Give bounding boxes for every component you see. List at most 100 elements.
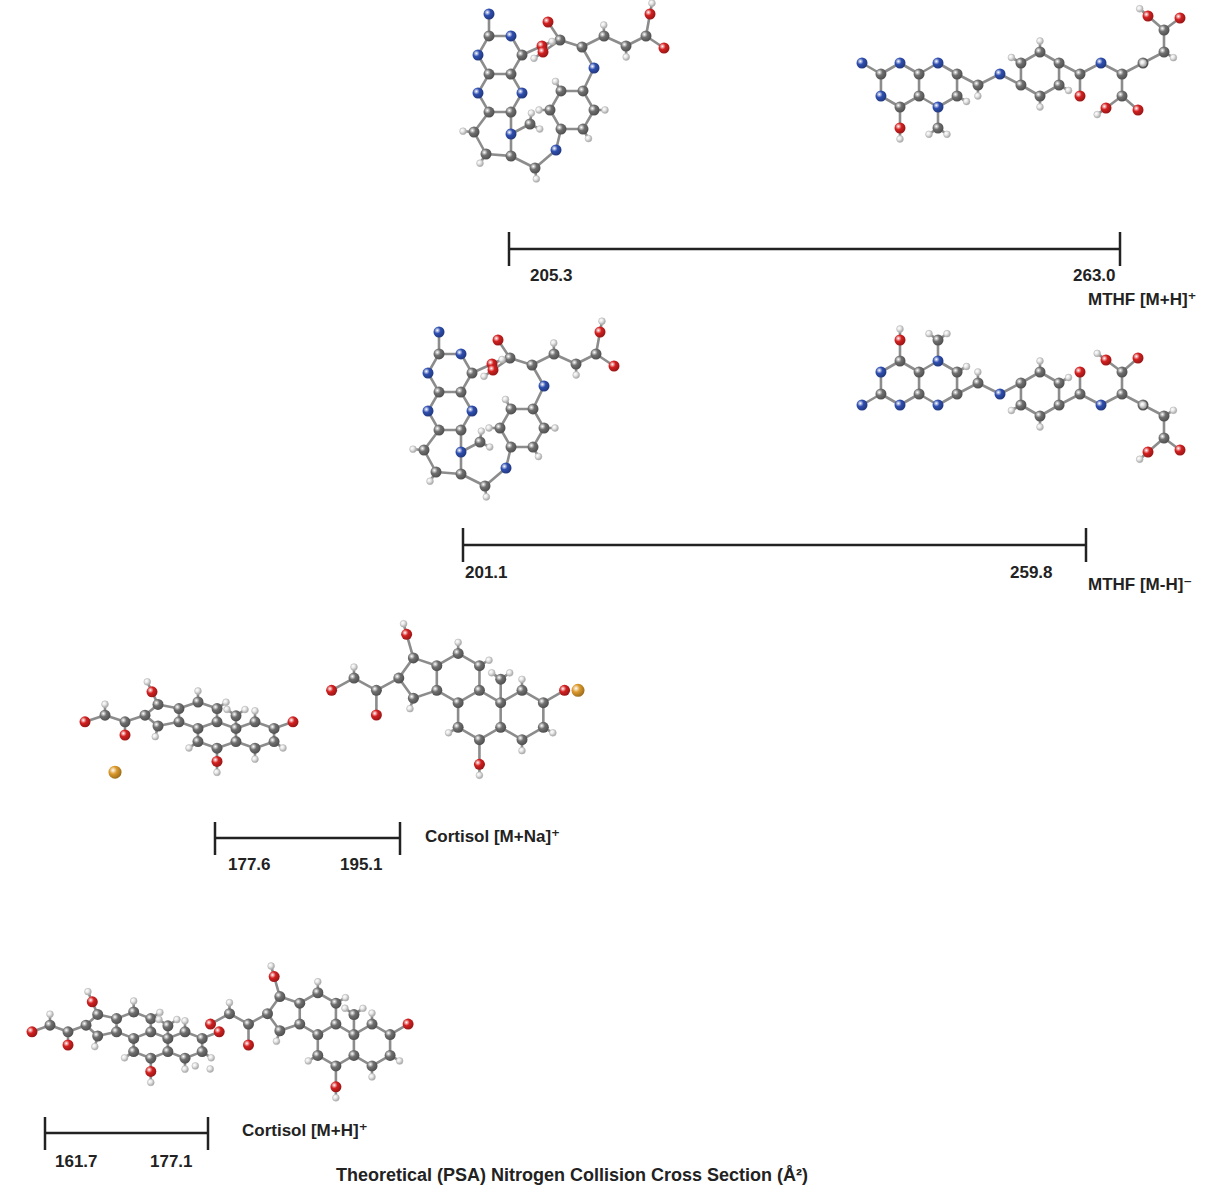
atom [423, 406, 434, 417]
atom [367, 1019, 378, 1030]
atom [453, 648, 464, 659]
atom [914, 69, 925, 80]
atom [473, 50, 484, 61]
atom [1117, 69, 1128, 80]
atom [499, 356, 506, 363]
atom [1101, 355, 1112, 366]
atom [1101, 103, 1112, 114]
atom [525, 119, 536, 130]
atom [385, 1029, 396, 1040]
atom [995, 69, 1006, 80]
atom [538, 697, 549, 708]
atom [1096, 58, 1107, 69]
atom [1175, 13, 1186, 24]
atom [195, 688, 202, 695]
atom [474, 759, 485, 770]
atom [1140, 402, 1147, 409]
atom [212, 756, 223, 767]
atom [897, 326, 904, 333]
atom [182, 1017, 189, 1024]
atom [27, 1026, 38, 1037]
atom [488, 365, 499, 376]
atom [140, 710, 151, 721]
atom [1035, 47, 1046, 58]
atom [1136, 5, 1143, 12]
atom [174, 1016, 181, 1023]
ccs-range-bar [509, 232, 1120, 266]
atom [214, 1026, 225, 1037]
atom [1075, 389, 1086, 400]
atom [385, 1050, 396, 1061]
atom [556, 85, 567, 96]
atom [120, 716, 131, 727]
atom [128, 1007, 139, 1018]
atom [944, 330, 951, 337]
atom [875, 389, 886, 400]
atom [434, 425, 445, 436]
atom [506, 69, 517, 80]
molecule-model [192, 963, 414, 1102]
atom [1054, 378, 1065, 389]
atom [589, 105, 600, 116]
atom [531, 55, 538, 62]
atom [224, 706, 231, 713]
atom [933, 58, 944, 69]
atom [1094, 350, 1101, 357]
atom [1054, 58, 1065, 69]
atom [484, 30, 495, 41]
atom [288, 716, 299, 727]
atom [1015, 400, 1026, 411]
atom [1054, 400, 1065, 411]
atom [476, 772, 483, 779]
atom [460, 128, 467, 135]
atom [857, 400, 868, 411]
atom [933, 400, 944, 411]
atom [506, 30, 517, 41]
atom [1138, 400, 1149, 411]
ion-label: MTHF [M+H]⁺ [1088, 290, 1197, 310]
atom [1015, 58, 1026, 69]
atom [1133, 353, 1144, 364]
atom [506, 129, 517, 140]
atom [212, 703, 223, 714]
atom [517, 50, 528, 61]
atom [173, 703, 184, 714]
atom [419, 445, 430, 456]
atom [371, 710, 382, 721]
atom [180, 1053, 191, 1064]
atom [952, 367, 963, 378]
atom [162, 1046, 173, 1057]
atom [1094, 111, 1101, 118]
atom [268, 963, 275, 970]
atom [1037, 424, 1044, 431]
atom [128, 1033, 139, 1044]
atom [231, 710, 242, 721]
atom [120, 730, 131, 741]
atom [63, 1026, 74, 1037]
ccs-value: 201.1 [465, 563, 508, 583]
atom [312, 987, 323, 998]
ccs-value: 263.0 [1073, 266, 1116, 286]
atom [506, 107, 517, 118]
atom [952, 91, 963, 102]
atom [396, 1058, 403, 1065]
atom [242, 706, 249, 713]
atom [535, 453, 542, 460]
atom [609, 361, 620, 372]
atom [1037, 358, 1044, 365]
atom [250, 716, 261, 727]
atom [1140, 60, 1147, 67]
atom [517, 685, 528, 696]
atom [408, 693, 419, 704]
atom [47, 1011, 54, 1018]
atom [130, 998, 137, 1005]
atom [410, 446, 417, 453]
atom [501, 463, 512, 474]
atom [506, 403, 517, 414]
atom [45, 1020, 56, 1031]
atom [1175, 445, 1186, 456]
ion-label: Cortisol [M+Na]⁺ [425, 827, 560, 847]
atom [111, 1013, 122, 1024]
atom [333, 1094, 340, 1101]
